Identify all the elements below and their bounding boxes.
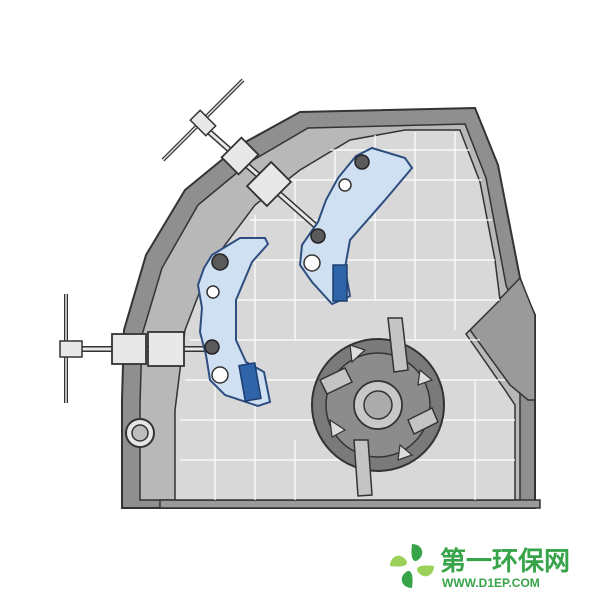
rotor-slot-2 bbox=[417, 368, 434, 386]
rotor-slot-1 bbox=[349, 344, 367, 364]
lower-rod-collar bbox=[59, 340, 83, 358]
upper-apron-wear-bar bbox=[332, 264, 348, 302]
rotor-shaft bbox=[363, 390, 393, 420]
lower-impact-apron bbox=[196, 237, 272, 408]
blow-bar-right bbox=[407, 406, 439, 436]
upper-adjusting-rod bbox=[161, 78, 320, 231]
upper-rod-nut-1 bbox=[220, 136, 260, 176]
lower-adjusting-rod bbox=[59, 294, 210, 403]
hinge-inner bbox=[131, 424, 149, 442]
housing-hinge bbox=[125, 418, 155, 448]
blow-bar-bottom bbox=[353, 439, 373, 497]
lower-rod-nut-2 bbox=[147, 331, 185, 367]
watermark-brand-cn: 第一环保网 bbox=[440, 546, 570, 576]
upper-apron-pin-low bbox=[303, 254, 321, 272]
upper-rod-collar bbox=[189, 109, 217, 137]
rotor-with-blow-bars bbox=[311, 317, 445, 497]
blow-bar-left bbox=[318, 367, 354, 395]
lower-apron-pin-joint bbox=[204, 339, 220, 355]
lower-apron-pin-upper bbox=[206, 285, 220, 299]
watermark-logo: 第一环保网 WWW.D1EP.COM bbox=[390, 544, 570, 590]
housing-base-plate bbox=[159, 499, 541, 509]
upper-impact-apron bbox=[298, 146, 414, 306]
lower-apron-pin-top bbox=[211, 253, 229, 271]
lower-apron-wear-bar bbox=[238, 362, 262, 402]
lower-apron-plate bbox=[196, 237, 272, 408]
upper-apron-pin-mid bbox=[338, 178, 352, 192]
lower-apron-pin-low bbox=[211, 366, 229, 384]
leaf-logo-icon bbox=[390, 544, 434, 588]
rotor-slot-4 bbox=[397, 443, 414, 461]
rotor-slot-3 bbox=[329, 418, 347, 438]
blow-bar-top bbox=[387, 317, 409, 373]
lower-rod-nut-1 bbox=[111, 333, 147, 365]
watermark-brand-url: WWW.D1EP.COM bbox=[442, 576, 540, 590]
upper-rod-nut-2 bbox=[245, 160, 293, 208]
upper-apron-pin-joint bbox=[310, 228, 326, 244]
upper-apron-pin-top bbox=[354, 154, 370, 170]
